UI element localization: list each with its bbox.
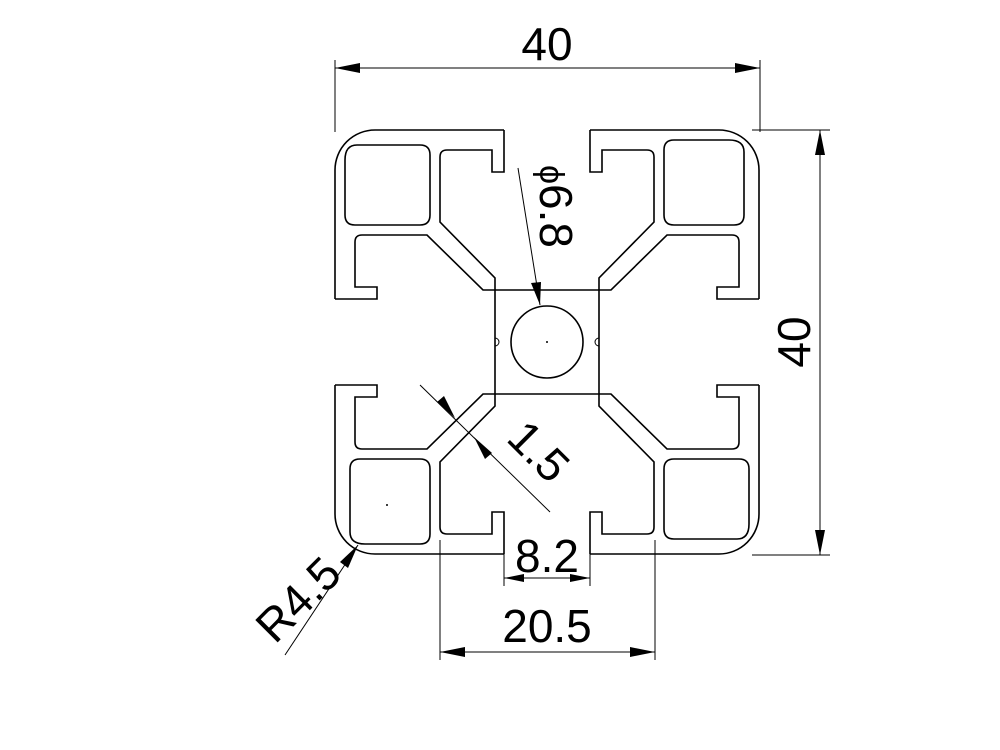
corner-pocket-tr	[663, 139, 745, 226]
slot-span-label: 20.5	[502, 600, 592, 652]
center-bore	[510, 305, 584, 379]
profile-section	[331, 126, 763, 558]
pocket-mark	[386, 504, 388, 506]
core-notches	[494, 337, 600, 347]
dimension-height: 40	[752, 129, 830, 556]
corner-pocket-bl	[349, 458, 431, 545]
dimension-slot-opening: 8.2	[503, 515, 591, 586]
bore-symbol: ϕ	[532, 165, 570, 184]
bore-label: 6.8	[530, 184, 582, 248]
slot-opening-label: 8.2	[515, 530, 579, 582]
corner-pocket-br	[663, 458, 750, 540]
dimension-radius: R4.5	[245, 544, 359, 656]
t-slot-right	[598, 234, 763, 450]
dimension-bore: ϕ6.8	[517, 165, 582, 306]
width-label: 40	[521, 18, 572, 70]
t-slot-left	[331, 234, 496, 450]
height-label: 40	[768, 316, 820, 367]
corner-pocket-tl	[344, 144, 431, 226]
dimension-slot-span: 20.5	[439, 540, 656, 660]
center-mark	[546, 341, 548, 343]
dimension-width: 40	[334, 18, 761, 132]
svg-text:ϕ6.8: ϕ6.8	[530, 165, 582, 248]
